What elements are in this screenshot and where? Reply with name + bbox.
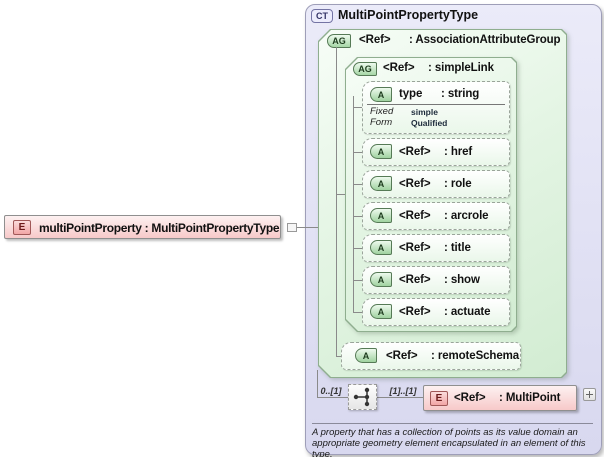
element-icon: E <box>430 391 448 406</box>
element-icon: E <box>13 220 31 235</box>
attribute-icon: A <box>370 304 392 319</box>
facts-separator <box>367 104 505 105</box>
sequence-icon[interactable] <box>348 384 377 410</box>
attribute-icon: A <box>370 240 392 255</box>
attribute-name: : role <box>444 178 472 190</box>
tree-stub <box>353 312 362 313</box>
attribute-group-icon: AG <box>327 34 351 48</box>
tree-stub <box>353 152 362 153</box>
attribute-ref: <Ref> <box>399 242 431 254</box>
attribute-ref: <Ref> <box>399 210 431 222</box>
tree-spine <box>353 96 354 312</box>
attribute-arcrole[interactable]: A <Ref> : arcrole <box>362 202 510 230</box>
attribute-name: : arcrole <box>444 210 489 222</box>
tree-stub <box>353 280 362 281</box>
sequence-glyph <box>353 387 370 407</box>
attribute-ref: <Ref> <box>399 274 431 286</box>
attribute-name: : title <box>444 242 471 254</box>
expand-button[interactable] <box>583 388 596 401</box>
assoc-group-ref: <Ref> <box>359 34 391 46</box>
collapse-toggle[interactable] <box>287 223 297 232</box>
attribute-title[interactable]: A <Ref> : title <box>362 234 510 262</box>
fact-value: simple <box>411 107 438 117</box>
attribute-ref: <Ref> <box>386 350 418 362</box>
attribute-group-icon: AG <box>353 62 377 76</box>
tree-stub <box>336 356 342 357</box>
simplelink-name: : simpleLink <box>428 62 494 74</box>
fact-label: Form <box>370 117 393 128</box>
attribute-ref: <Ref> <box>399 178 431 190</box>
attribute-type[interactable]: A type : string Fixed simple Form Qualif… <box>362 81 510 134</box>
attribute-icon: A <box>370 208 392 223</box>
assoc-group-name: : AssociationAttributeGroup <box>409 34 561 46</box>
attribute-role[interactable]: A <Ref> : role <box>362 170 510 198</box>
fact-label: Fixed <box>370 106 394 117</box>
annotation-separator <box>312 423 593 424</box>
annotation-text: A property that has a collection of poin… <box>312 427 586 457</box>
element-multipointproperty[interactable]: E multiPointProperty : MultiPointPropert… <box>4 215 281 239</box>
attribute-icon: A <box>370 87 392 102</box>
attribute-ref: <Ref> <box>399 306 431 318</box>
attribute-name: type <box>399 88 423 100</box>
element-ref: <Ref> <box>454 392 486 404</box>
attribute-name: : show <box>444 274 480 286</box>
simplelink-ref: <Ref> <box>383 62 415 74</box>
attribute-ref: <Ref> <box>399 146 431 158</box>
attribute-datatype: : string <box>441 88 480 100</box>
attribute-name: : remoteSchema <box>431 350 520 362</box>
attribute-icon: A <box>370 176 392 191</box>
element-name: : MultiPoint <box>499 392 561 404</box>
tree-stub <box>353 184 362 185</box>
complex-type-icon: CT <box>311 9 333 23</box>
cardinality-min-label: 0..[1] <box>320 386 342 396</box>
attribute-name: : actuate <box>444 306 491 318</box>
attribute-icon: A <box>370 272 392 287</box>
complex-type-title: MultiPointPropertyType <box>338 8 479 22</box>
connector-line <box>377 397 423 398</box>
tree-stub <box>353 107 362 108</box>
cardinality-max-label: [1]..[1] <box>389 386 417 396</box>
attribute-remoteschema[interactable]: A <Ref> : remoteSchema <box>341 342 521 370</box>
attribute-icon: A <box>370 144 392 159</box>
connector-line <box>297 227 318 228</box>
attribute-href[interactable]: A <Ref> : href <box>362 138 510 166</box>
attribute-name: : href <box>444 146 473 158</box>
attribute-icon: A <box>355 348 377 363</box>
connector-line <box>318 397 348 398</box>
element-label: multiPointProperty : MultiPointPropertyT… <box>39 221 280 235</box>
connector-line <box>317 370 318 398</box>
tree-stub <box>336 194 345 195</box>
attribute-show[interactable]: A <Ref> : show <box>362 266 510 294</box>
element-multipoint[interactable]: E <Ref> : MultiPoint <box>423 385 577 411</box>
tree-stub <box>353 248 362 249</box>
tree-spine <box>336 47 337 356</box>
fact-value: Qualified <box>411 118 448 128</box>
tree-stub <box>353 216 362 217</box>
attribute-actuate[interactable]: A <Ref> : actuate <box>362 298 510 326</box>
